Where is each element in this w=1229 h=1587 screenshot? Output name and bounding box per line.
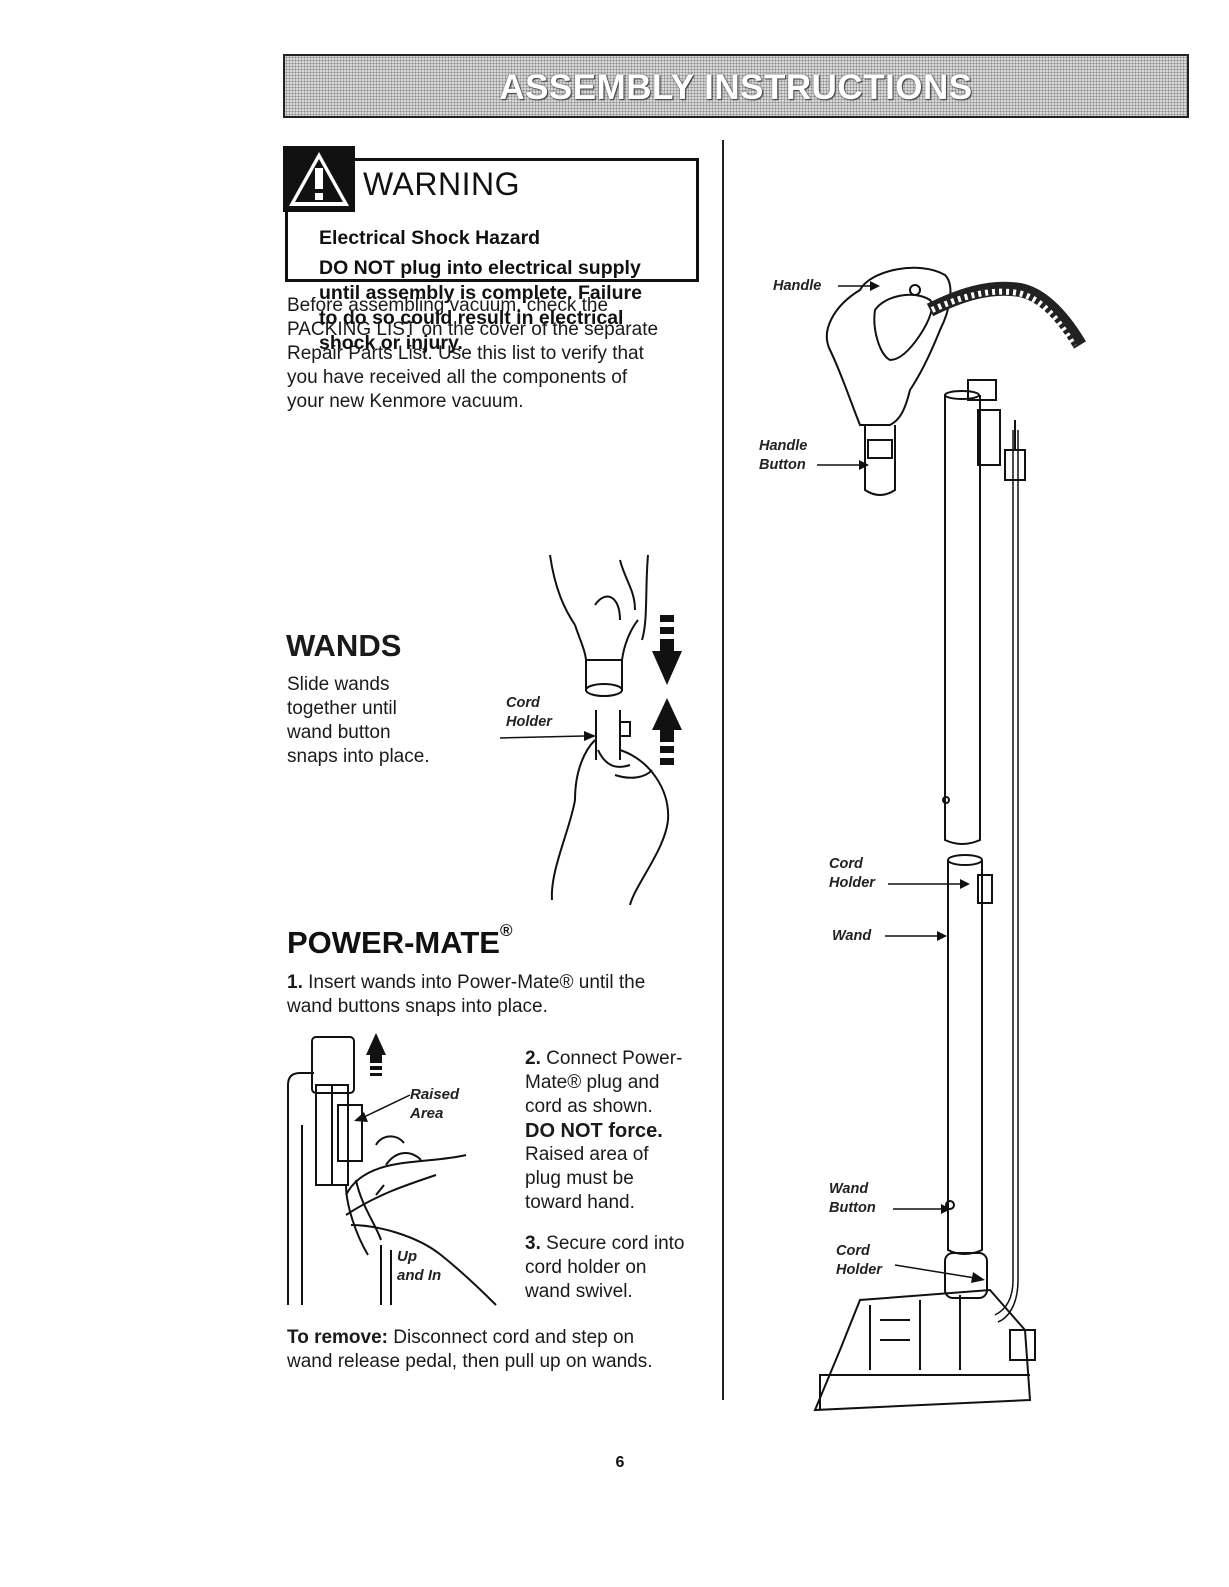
- wands-cord-holder-callout: Cord Holder: [506, 694, 552, 732]
- cord-holder-top-arrow: [888, 879, 970, 889]
- cord-holder-bottom-callout: Cord Holder: [836, 1242, 882, 1280]
- step-2-line: toward hand.: [525, 1192, 635, 1213]
- remove-label: To remove:: [287, 1327, 389, 1348]
- warning-icon: [283, 146, 355, 212]
- raised-area-callout: Raised Area: [410, 1085, 459, 1123]
- handle-arrow: [838, 281, 880, 291]
- wands-line: Slide wands: [287, 674, 390, 695]
- step-1-line: 1. Insert wands into Power-Mate® until t…: [287, 971, 717, 995]
- callout-line: Holder: [506, 714, 552, 730]
- remove-line: To remove: Disconnect cord and step on: [287, 1326, 717, 1350]
- step-2-line: Mate® plug and: [525, 1072, 660, 1093]
- callout-line: Cord: [829, 856, 863, 872]
- handle-button-arrow: [817, 460, 869, 470]
- callout-line: Holder: [836, 1262, 882, 1278]
- callout-line: and In: [397, 1267, 442, 1284]
- intro-line: Repair Parts List. Use this list to veri…: [287, 343, 644, 364]
- callout-line: Raised: [410, 1086, 460, 1103]
- wand-callout: Wand: [832, 928, 872, 944]
- wand-arrow: [885, 931, 947, 941]
- step-3-line: 3. Secure cord into: [525, 1232, 715, 1256]
- step-1-line: wand buttons snaps into place.: [287, 996, 548, 1017]
- step-text: Connect Power-: [546, 1048, 683, 1069]
- step-3-line: wand swivel.: [525, 1281, 633, 1302]
- step-number: 3.: [525, 1233, 541, 1254]
- step-text: Insert wands into Power-Mate® until the: [308, 972, 646, 993]
- step-number: 2.: [525, 1048, 541, 1069]
- step-2-line: cord as shown.: [525, 1096, 653, 1117]
- step-2-warning: DO NOT force.: [525, 1120, 663, 1142]
- callout-line: Holder: [829, 875, 875, 891]
- step-text: Secure cord into: [546, 1233, 685, 1254]
- callout-line: Button: [829, 1200, 876, 1216]
- wand-button-arrow: [893, 1204, 951, 1214]
- registered-mark: ®: [499, 921, 513, 940]
- wands-line: together until: [287, 698, 397, 719]
- column-divider: [722, 140, 724, 1400]
- remove-instructions: To remove: Disconnect cord and step on w…: [287, 1326, 717, 1374]
- wands-line: wand button: [287, 722, 391, 743]
- intro-line: your new Kenmore vacuum.: [287, 391, 524, 412]
- intro-line: Before assembling vacuum, check the: [287, 295, 609, 316]
- callout-line: Cord: [506, 695, 540, 711]
- step-2-line: Raised area of: [525, 1144, 649, 1165]
- cord-holder-bottom-arrow: [894, 1264, 985, 1283]
- warning-line: DO NOT plug into electrical supply: [319, 257, 641, 279]
- wands-line: snaps into place.: [287, 746, 430, 767]
- vacuum-diagram: [813, 266, 1087, 1412]
- wands-illustration: [499, 554, 682, 906]
- powermate-heading-text: POWER-MATE: [287, 925, 500, 960]
- up-and-in-callout: Up and In: [397, 1247, 441, 1285]
- cord-holder-top-callout: Cord Holder: [829, 855, 875, 893]
- section-banner: ASSEMBLY INSTRUCTIONS: [283, 54, 1189, 118]
- warning-box: [285, 158, 699, 282]
- warning-line: shock or injury.: [319, 332, 463, 354]
- callout-line: Wand: [829, 1181, 869, 1197]
- step-3: 3. Secure cord into cord holder on wand …: [525, 1232, 715, 1304]
- handle-callout: Handle: [773, 278, 822, 294]
- warning-text: DO NOT plug into electrical supply until…: [319, 256, 689, 356]
- step-2-line: plug must be: [525, 1168, 634, 1189]
- step-1: 1. Insert wands into Power-Mate® until t…: [287, 971, 717, 1019]
- intro-line: you have received all the components of: [287, 367, 628, 388]
- remove-text: Disconnect cord and step on: [393, 1327, 635, 1348]
- callout-line: Up: [397, 1248, 417, 1265]
- step-3-line: cord holder on: [525, 1257, 647, 1278]
- wands-instructions: Slide wands together until wand button s…: [287, 673, 447, 769]
- warning-title: WARNING: [363, 166, 520, 202]
- section-title: ASSEMBLY INSTRUCTIONS: [499, 68, 973, 107]
- handle-button-callout: Handle Button: [759, 437, 807, 475]
- page-number: 6: [615, 1454, 625, 1471]
- step-number: 1.: [287, 972, 303, 993]
- intro-line: PACKING LIST on the cover of the separat…: [287, 319, 659, 340]
- warning-line: until assembly is complete. Failure: [319, 282, 642, 304]
- callout-line: Handle: [759, 438, 808, 454]
- wand-button-callout: Wand Button: [829, 1180, 876, 1218]
- wands-heading: WANDS: [286, 628, 402, 663]
- step-2: 2. Connect Power- Mate® plug and cord as…: [525, 1047, 710, 1215]
- warning-line: to do so could result in electrical: [319, 307, 624, 329]
- plug-illustration: [287, 1033, 497, 1306]
- warning-subtitle: Electrical Shock Hazard: [319, 227, 541, 249]
- callout-line: Button: [759, 457, 806, 473]
- step-2-line: 2. Connect Power-: [525, 1047, 710, 1071]
- powermate-heading: POWER-MATE®: [287, 921, 513, 961]
- remove-line: wand release pedal, then pull up on wand…: [287, 1351, 653, 1372]
- callout-line: Area: [410, 1105, 444, 1122]
- callout-line: Cord: [836, 1243, 870, 1259]
- intro-paragraph: Before assembling vacuum, check the PACK…: [287, 294, 717, 414]
